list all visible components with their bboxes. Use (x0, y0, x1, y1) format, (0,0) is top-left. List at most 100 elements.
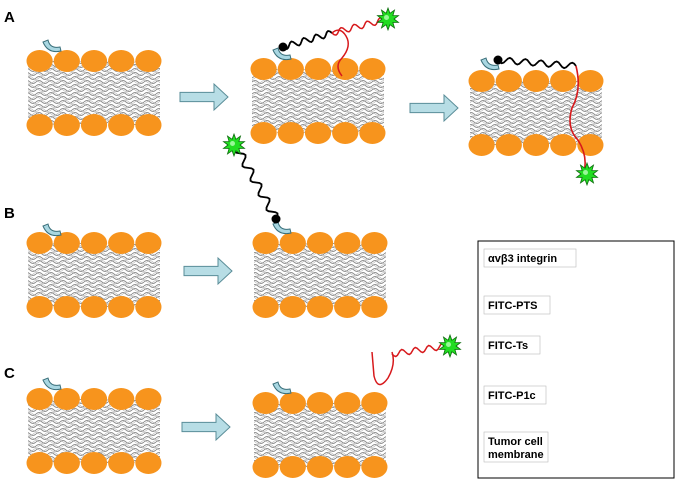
lipid-head-top (332, 58, 359, 80)
lipid-head-bottom (53, 452, 80, 474)
lipid-head-top (279, 232, 306, 254)
lipid-head-bottom (522, 134, 550, 156)
lipid-head-bottom (108, 452, 135, 474)
lipid-head-top (522, 70, 550, 92)
fitc-star-icon (222, 132, 246, 158)
lipid-head-top (135, 232, 162, 254)
lipid-head-bottom (26, 296, 53, 318)
membrane-a3 (468, 70, 604, 156)
ts-red-loop (371, 351, 395, 386)
process-arrow (181, 412, 231, 442)
panel-label-a: A (4, 9, 15, 26)
peptide-black-chain (282, 30, 333, 50)
process-arrow (179, 82, 229, 112)
panel-label-c: C (4, 365, 15, 382)
lipid-head-top (80, 232, 108, 254)
lipid-head-top (334, 392, 361, 414)
lipid-head-bottom (26, 452, 53, 474)
fitc-star-icon (575, 161, 599, 187)
panel-label-b: B (4, 205, 15, 222)
membrane-b1 (26, 232, 162, 318)
lipid-head-bottom (250, 122, 277, 144)
integrin-receptor-icon (42, 39, 62, 53)
p1c-black-chain (233, 145, 279, 220)
integrin-receptor-icon (480, 57, 500, 71)
lipid-head-bottom (135, 296, 162, 318)
legend-label-membrane-1: Tumor cell (488, 436, 543, 448)
lipid-head-bottom (135, 114, 162, 136)
integrin-receptor-icon (42, 377, 62, 391)
legend-label-p1c: FITC-P1c (488, 390, 536, 402)
process-arrow (409, 93, 459, 123)
lipid-head-bottom (304, 122, 332, 144)
lipid-head-top (108, 232, 135, 254)
lipid-head-top (306, 232, 334, 254)
lipid-head-top (495, 70, 522, 92)
lipid-head-top (53, 388, 80, 410)
peptide-red-transmembrane (569, 65, 586, 173)
lipid-head-bottom (334, 456, 361, 478)
lipid-head-top (577, 70, 604, 92)
black-dot-icon (278, 42, 288, 52)
process-arrow (183, 256, 233, 286)
lipid-head-top (361, 232, 388, 254)
lipid-head-bottom (80, 114, 108, 136)
lipid-head-bottom (550, 134, 577, 156)
lipid-head-top (359, 58, 386, 80)
membrane-c1 (26, 388, 162, 474)
legend-label-integrin: αvβ3 integrin (488, 253, 557, 265)
lipid-head-top (277, 58, 304, 80)
legend-label-ts: FITC-Ts (488, 340, 528, 352)
lipid-head-top (334, 232, 361, 254)
lipid-head-top (250, 58, 277, 80)
lipid-head-bottom (359, 122, 386, 144)
lipid-head-bottom (279, 456, 306, 478)
lipid-head-bottom (334, 296, 361, 318)
integrin-receptor-icon (272, 381, 292, 395)
lipid-head-bottom (495, 134, 522, 156)
membrane-c2 (252, 392, 388, 478)
black-dot-icon (493, 55, 503, 65)
peptide-red-chain (331, 17, 385, 36)
lipid-head-bottom (53, 296, 80, 318)
lipid-head-top (306, 392, 334, 414)
lipid-head-top (108, 50, 135, 72)
lipid-head-bottom (252, 456, 279, 478)
lipid-head-bottom (80, 452, 108, 474)
lipid-head-top (135, 50, 162, 72)
lipid-head-top (26, 50, 53, 72)
lipid-head-top (304, 58, 332, 80)
legend-label-box-pts (483, 295, 551, 315)
lipid-head-bottom (26, 114, 53, 136)
lipid-head-bottom (53, 114, 80, 136)
legend-label-pts: FITC-PTS (488, 300, 538, 312)
peptide-black-chain-inserted (497, 56, 577, 70)
black-dot-icon (271, 214, 281, 224)
fitc-star-icon (438, 333, 462, 359)
lipid-head-top (252, 232, 279, 254)
lipid-head-top (361, 392, 388, 414)
ts-red-chain (391, 342, 447, 358)
lipid-head-top (80, 388, 108, 410)
lipid-head-bottom (306, 456, 334, 478)
lipid-head-bottom (108, 296, 135, 318)
fitc-star-icon (376, 6, 400, 32)
lipid-head-bottom (277, 122, 304, 144)
lipid-head-top (53, 50, 80, 72)
legend-label-box-ts (483, 335, 541, 355)
lipid-head-top (26, 388, 53, 410)
lipid-head-top (80, 50, 108, 72)
integrin-receptor-icon (42, 223, 62, 237)
lipid-head-top (468, 70, 495, 92)
membrane-b2 (252, 232, 388, 318)
lipid-head-bottom (332, 122, 359, 144)
membrane-a1 (26, 50, 162, 136)
lipid-head-top (550, 70, 577, 92)
lipid-head-top (279, 392, 306, 414)
lipid-head-bottom (361, 456, 388, 478)
lipid-head-bottom (108, 114, 135, 136)
integrin-receptor-icon (272, 221, 292, 235)
lipid-head-top (53, 232, 80, 254)
lipid-head-bottom (306, 296, 334, 318)
